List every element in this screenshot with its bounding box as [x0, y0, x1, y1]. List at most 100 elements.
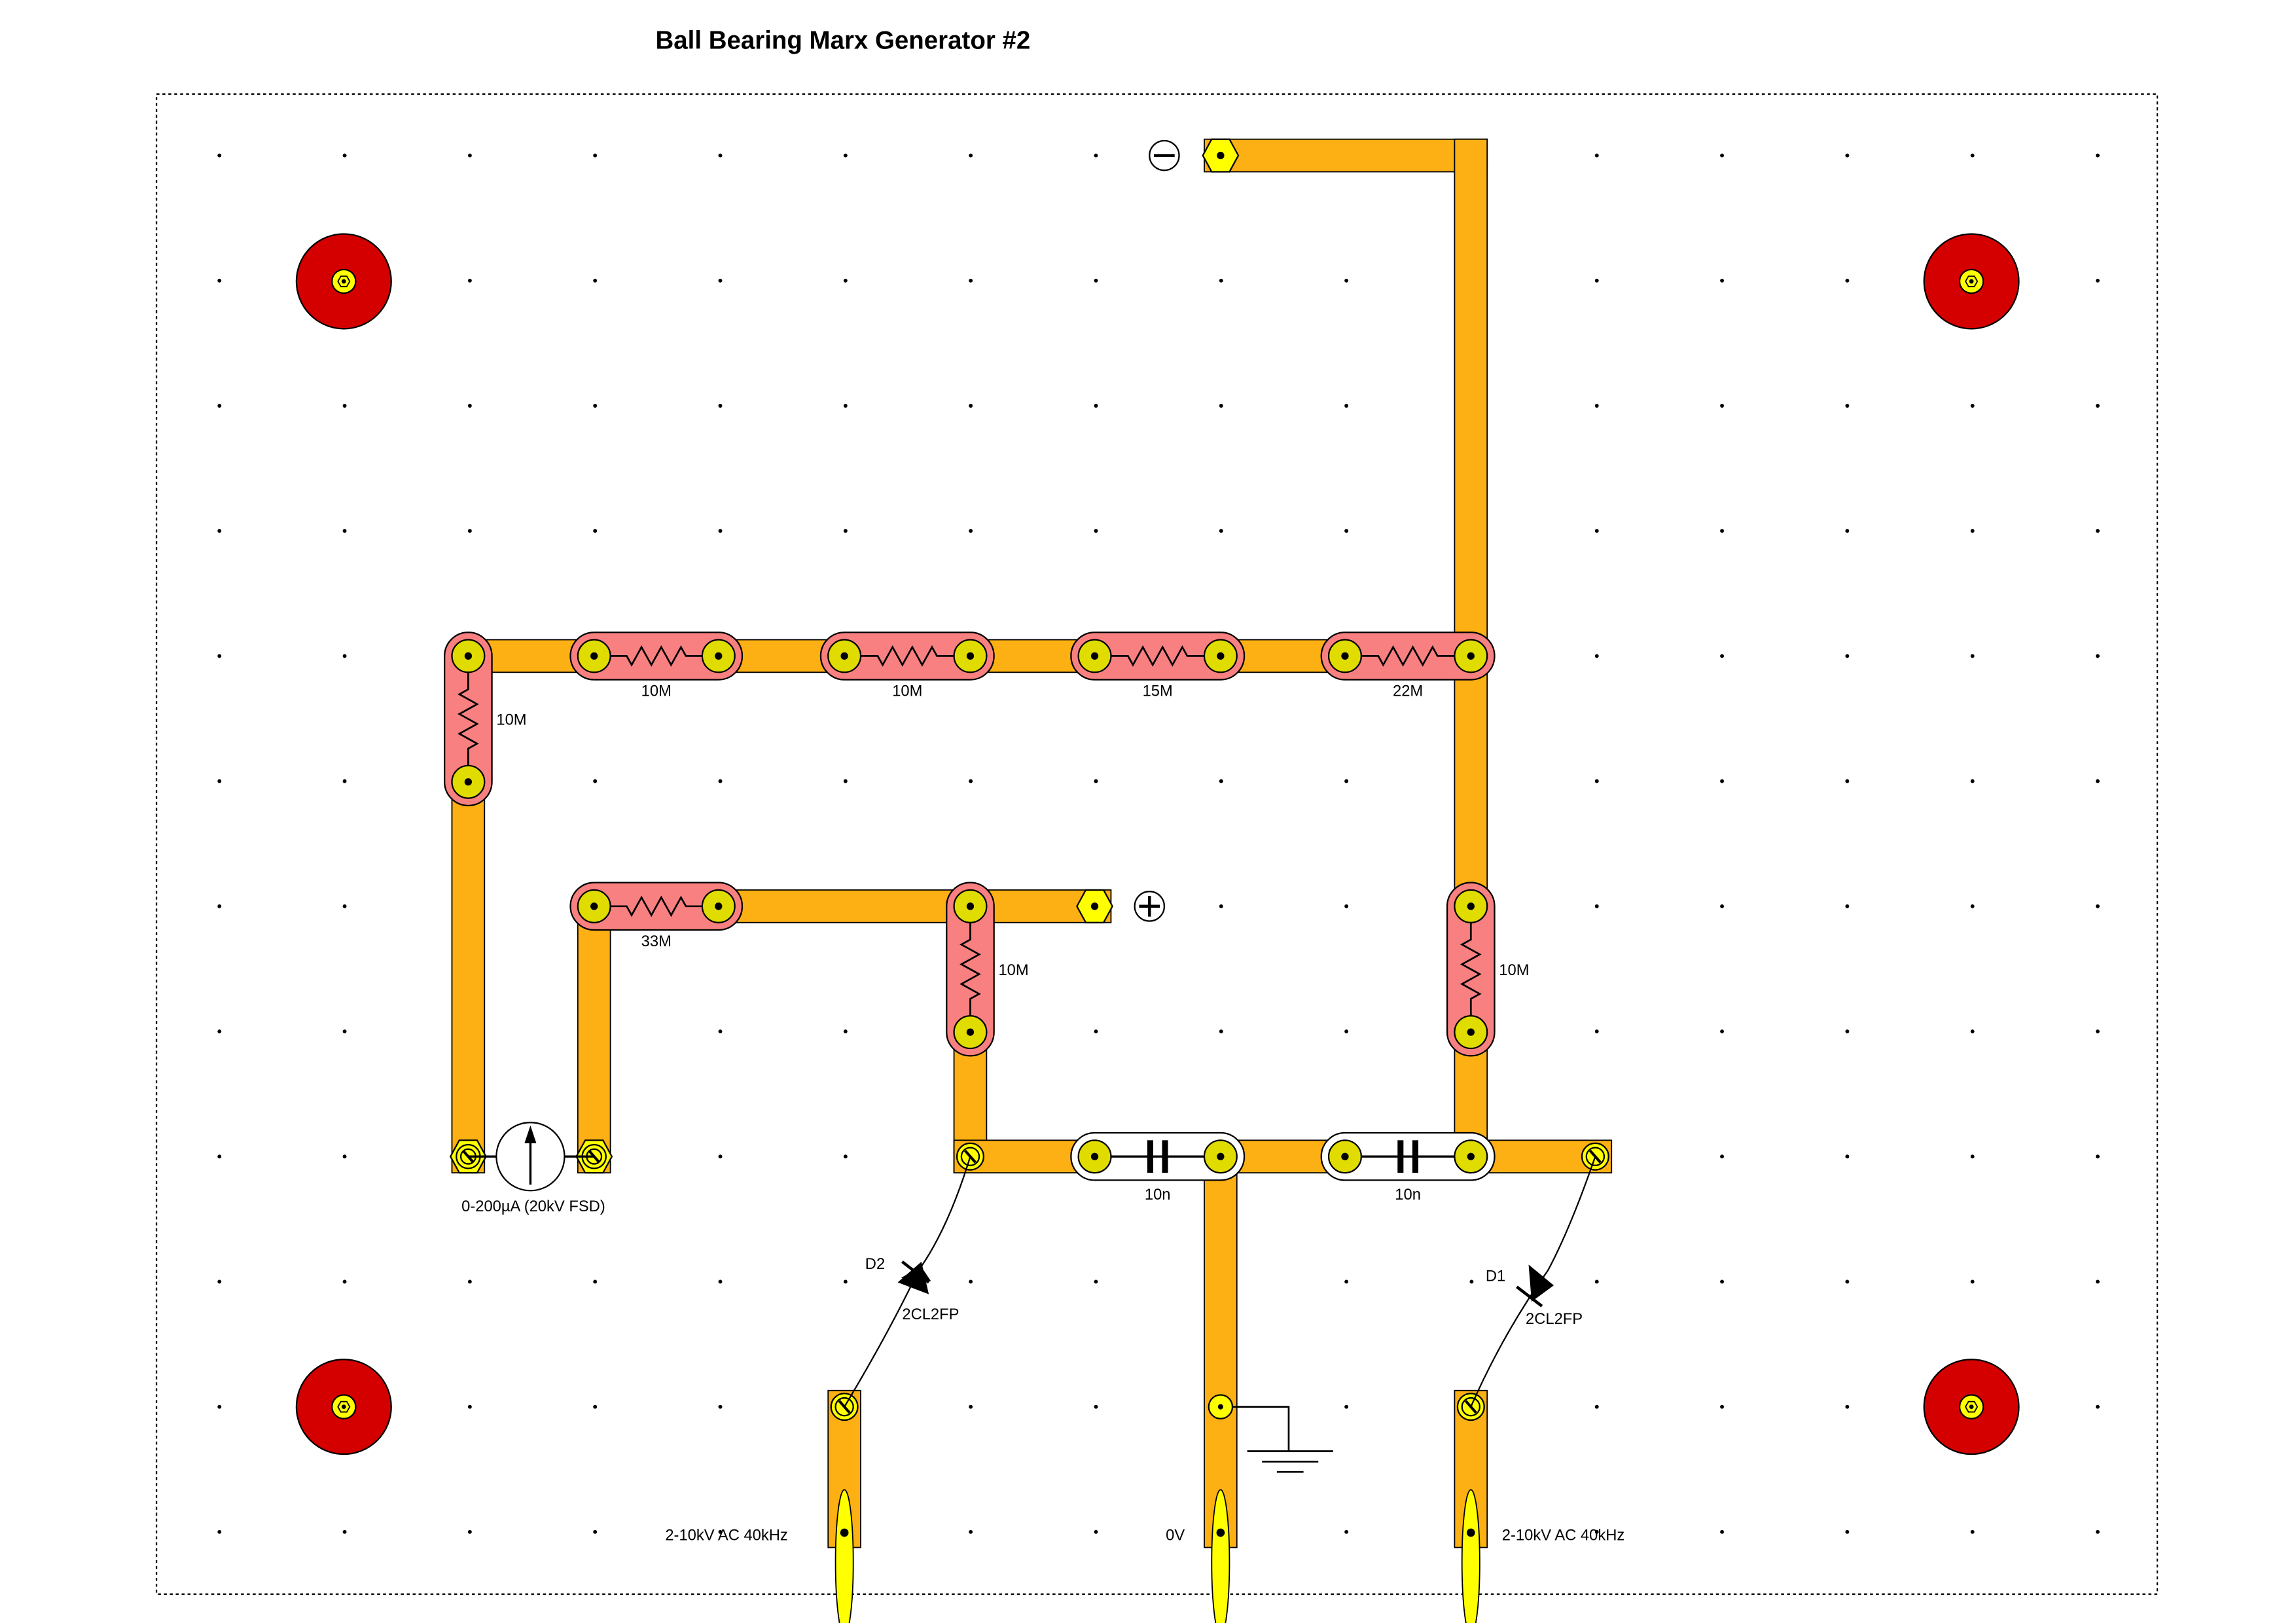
resistor-r-right-vertical[interactable]: 10M — [1446, 882, 1529, 1057]
grid-dot — [217, 1529, 222, 1534]
grid-dot — [843, 153, 848, 158]
grid-dot — [969, 1279, 973, 1284]
resistor-value: 22M — [1393, 683, 1423, 700]
capacitor-c2[interactable]: 10n — [1320, 1132, 1496, 1204]
resistor-r-top-2[interactable]: 10M — [819, 632, 995, 700]
grid-dot — [593, 153, 598, 158]
grid-dot — [1344, 278, 1349, 283]
grid-dot — [1720, 1404, 1724, 1409]
grid-dot — [217, 904, 222, 908]
grid-dot — [2096, 1529, 2100, 1534]
grid-dot — [217, 1029, 222, 1033]
grid-dot — [969, 404, 973, 408]
page-title: Ball Bearing Marx Generator #2 — [655, 27, 1030, 55]
grid-dot — [217, 404, 222, 408]
input-label-left: 2-10kV AC 40kHz — [665, 1526, 787, 1544]
grid-dot — [1720, 1154, 1724, 1159]
grid-dot — [1094, 1404, 1098, 1409]
grid-dot — [593, 1279, 598, 1284]
grid-dot — [217, 529, 222, 533]
resistor-r-left-vertical[interactable]: 10M — [444, 632, 527, 807]
resistor-value: 10M — [1499, 961, 1529, 979]
resistor-r-mid-vertical[interactable]: 10M — [946, 882, 1029, 1057]
grid-dot — [1970, 153, 1975, 158]
grid-dot — [843, 1154, 848, 1159]
grid-dot — [1094, 153, 1098, 158]
grid-dot — [467, 278, 472, 283]
grid-dot — [1845, 529, 1850, 533]
grid-dot — [1720, 278, 1724, 283]
grid-dot — [467, 1404, 472, 1409]
grid-dot — [1720, 779, 1724, 783]
grid-dot — [843, 404, 848, 408]
input-lead[interactable] — [834, 1489, 854, 1623]
grid-dot — [1720, 153, 1724, 158]
grid-dot — [969, 278, 973, 283]
grid-dot — [718, 779, 723, 783]
grid-dot — [593, 1404, 598, 1409]
grid-dot — [1219, 404, 1223, 408]
grid-dot — [593, 1529, 598, 1534]
grid-dot — [1720, 529, 1724, 533]
meter-label: 0-200µA (20kV FSD) — [461, 1198, 605, 1215]
resistor-r-mid-33[interactable]: 33M — [569, 882, 744, 950]
grid-dot — [1845, 278, 1850, 283]
grid-dot — [1720, 404, 1724, 408]
grid-dot — [718, 1279, 723, 1284]
grid-dot — [1344, 779, 1349, 783]
grid-dot — [2096, 1404, 2100, 1409]
grid-dot — [1219, 529, 1223, 533]
grid-dot — [1094, 1529, 1098, 1534]
grid-dot — [1219, 779, 1223, 783]
input-lead[interactable] — [1461, 1489, 1480, 1623]
grid-dot — [1845, 1279, 1850, 1284]
diode-part: 2CL2FP — [902, 1306, 959, 1323]
grid-dot — [467, 153, 472, 158]
positive-terminal[interactable] — [1076, 889, 1166, 923]
grid-dot — [718, 153, 723, 158]
grid-dot — [969, 1529, 973, 1534]
grid-dot — [2096, 1279, 2100, 1284]
grid-dot — [969, 529, 973, 533]
grid-dot — [718, 278, 723, 283]
negative-terminal[interactable] — [1149, 138, 1240, 173]
ground-symbol — [1208, 1394, 1333, 1473]
grid-dot — [217, 654, 222, 658]
grid-dot — [1344, 1279, 1349, 1284]
mounting-holes — [295, 233, 2020, 1455]
board-outline — [155, 93, 2159, 1596]
grid-dot — [1845, 1029, 1850, 1033]
grid-dot — [1594, 1029, 1599, 1033]
grid-dot — [217, 779, 222, 783]
resistor-value: 33M — [641, 933, 672, 950]
grid-dot — [2096, 654, 2100, 658]
grid-dot — [1845, 404, 1850, 408]
grid-dot — [467, 404, 472, 408]
capacitor-c1[interactable]: 10n — [1070, 1132, 1246, 1204]
resistor-r-top-1[interactable]: 10M — [569, 632, 744, 700]
grid-dot — [1845, 153, 1850, 158]
grid-dot — [593, 404, 598, 408]
grid-dot — [342, 529, 347, 533]
resistor-r-top-4[interactable]: 22M — [1320, 632, 1496, 700]
grid-dot — [1344, 1529, 1349, 1534]
microammeter: 0-200µA (20kV FSD) — [461, 1122, 605, 1215]
grid-dot — [969, 153, 973, 158]
grid-dot — [1720, 654, 1724, 658]
grid-dot — [1094, 529, 1098, 533]
grid-dot — [969, 1404, 973, 1409]
input-lead[interactable] — [1211, 1489, 1230, 1623]
grid-dot — [342, 1279, 347, 1284]
grid-dot — [342, 153, 347, 158]
grid-dot — [467, 529, 472, 533]
grid-dot — [342, 1529, 347, 1534]
resistor-r-top-3[interactable]: 15M — [1070, 632, 1246, 700]
grid-dot — [1970, 654, 1975, 658]
grid-dot — [1720, 1029, 1724, 1033]
grid-dot — [1970, 904, 1975, 908]
grid-dot — [2096, 404, 2100, 408]
resistor-value: 10M — [892, 683, 922, 700]
grid-dot — [217, 153, 222, 158]
grid-dot — [2096, 1029, 2100, 1033]
